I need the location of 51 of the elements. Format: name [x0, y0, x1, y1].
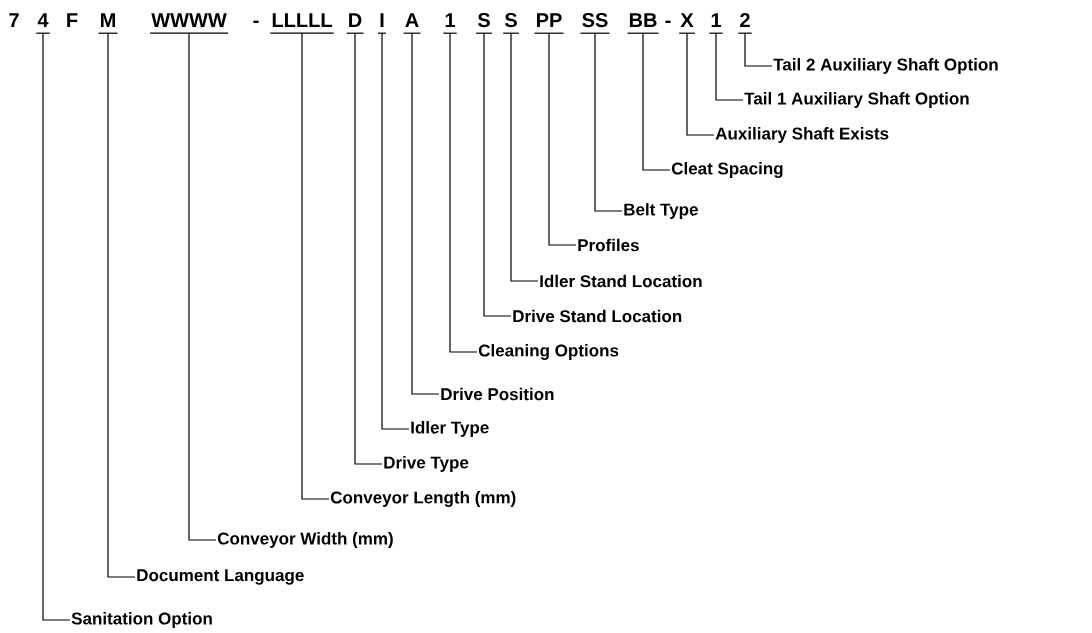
field-label: Belt Type [624, 203, 698, 219]
leader-line [642, 32, 671, 171]
field-label: Cleaning Options [478, 344, 619, 360]
field-label: Profiles [578, 238, 639, 252]
field-label: Auxiliary Shaft Exists [715, 127, 889, 143]
field-label: Sanitation Option [71, 612, 212, 628]
code-segment: D [346, 13, 365, 34]
leader-line [548, 32, 577, 246]
code-segment: S [502, 13, 520, 34]
leader-line [42, 32, 71, 621]
field-label: Idler Stand Location [540, 274, 702, 288]
code-character: F [67, 13, 78, 27]
code-segment: PP [533, 13, 565, 34]
code-segment: A [402, 13, 422, 34]
code-segment: 4 [35, 13, 51, 34]
field-label: Tail 2 Auxiliary Shaft Option [773, 58, 998, 74]
leader-line [107, 32, 136, 578]
leader-line [686, 32, 715, 136]
field-label: Drive Position [441, 387, 554, 401]
code-segment: M [97, 13, 119, 34]
code-segment: BB [626, 13, 660, 34]
leader-line [449, 32, 478, 353]
leader-line [411, 32, 440, 395]
leader-line [744, 32, 773, 67]
field-label: Conveyor Width (mm) [217, 532, 393, 548]
field-label: Cleat Spacing [671, 162, 783, 178]
leader-line [715, 32, 744, 101]
code-character: - [253, 20, 259, 23]
code-character: - [665, 20, 671, 23]
field-label: Document Language [137, 569, 304, 585]
field-label: Drive Stand Location [513, 309, 682, 323]
field-label: Tail 1 Auxiliary Shaft Option [744, 92, 969, 108]
code-segment: LLLLL [269, 13, 335, 34]
code-segment: I [377, 13, 387, 34]
leader-line [301, 32, 330, 500]
code-segment: WWWW [149, 13, 229, 34]
code-segment: 1 [442, 13, 458, 34]
leader-line [188, 32, 217, 541]
leader-line [510, 32, 539, 282]
code-segment: S [475, 13, 493, 34]
leader-line [381, 32, 410, 430]
field-label: Idler Type [411, 421, 489, 437]
code-segment: 2 [737, 13, 753, 34]
code-segment: 1 [708, 13, 724, 34]
code-segment: X [678, 13, 696, 34]
code-segment: SS [579, 13, 611, 34]
field-label: Drive Type [384, 456, 469, 472]
leader-line [483, 32, 512, 317]
field-label: Conveyor Length (mm) [330, 491, 516, 507]
leader-line [594, 32, 623, 212]
leader-line [354, 32, 383, 465]
